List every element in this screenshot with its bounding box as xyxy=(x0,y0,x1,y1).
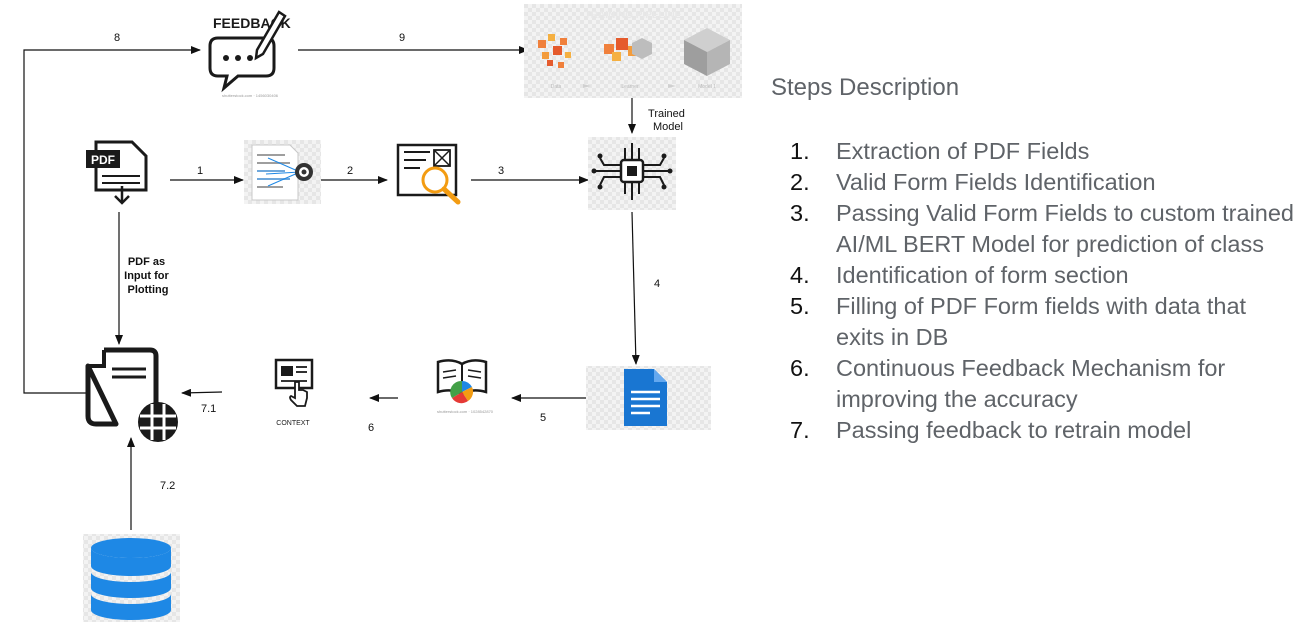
pipeline-title: TRAINING PIPELINE xyxy=(585,10,682,21)
step-item: 4. Identification of form section xyxy=(790,260,1300,291)
step-number: 7. xyxy=(790,417,810,443)
web-form-icon xyxy=(85,347,178,442)
step-number: 4. xyxy=(790,262,810,288)
edge-label-7-1: 7.1 xyxy=(201,403,216,415)
step-number: 2. xyxy=(790,169,810,195)
step-text: Extraction of PDF Fields xyxy=(836,138,1090,164)
steps-description-title: Steps Description xyxy=(771,74,960,101)
book-analytics-icon: shutterstock.com · 1028542870 xyxy=(436,359,494,414)
edge-label-9: 9 xyxy=(399,32,405,44)
step-text: Identification of form section xyxy=(836,262,1129,288)
step-number: 5. xyxy=(790,293,810,319)
step-item: 1. Extraction of PDF Fields xyxy=(790,136,1300,167)
step-text: Valid Form Fields Identification xyxy=(836,169,1156,195)
svg-text:shutterstock.com · 1456030406: shutterstock.com · 1456030406 xyxy=(222,93,279,98)
step-item: 3. Passing Valid Form Fields to custom tr… xyxy=(790,198,1300,260)
edge-label-3: 3 xyxy=(498,165,504,177)
svg-text:shutterstock.com · 1028542870: shutterstock.com · 1028542870 xyxy=(437,409,494,414)
edge-label-4: 4 xyxy=(654,278,660,290)
field-extraction-icon xyxy=(244,140,321,204)
step-number: 6. xyxy=(790,355,810,381)
trained-model-label: Trained Model xyxy=(648,108,688,133)
form-document-icon xyxy=(586,366,711,430)
form-search-icon xyxy=(396,143,461,205)
context-touch-icon: CONTEXT xyxy=(274,358,314,427)
step-text: Filling of PDF Form fields with data tha… xyxy=(836,293,1247,350)
step-number: 1. xyxy=(790,138,810,164)
pdf-input-label: PDF as Input for Plotting xyxy=(124,256,172,296)
pdf-download-icon: PDF xyxy=(86,140,148,205)
model-cube-icon xyxy=(684,28,730,76)
step-text: Passing Valid Form Fields to custom trai… xyxy=(836,200,1294,257)
ai-chip-brain-icon xyxy=(588,137,676,210)
step-item: 5. Filling of PDF Form fields with data t… xyxy=(790,291,1300,353)
edge-label-8: 8 xyxy=(114,32,120,44)
edge-7-1 xyxy=(181,388,223,397)
edge-4 xyxy=(631,211,640,365)
context-icon-text: CONTEXT xyxy=(276,420,310,427)
learner-icon xyxy=(604,38,652,61)
edge-label-7-2: 7.2 xyxy=(160,480,175,492)
step-text: Continuous Feedback Mechanism for improv… xyxy=(836,355,1226,412)
step-item: 7. Passing feedback to retrain model xyxy=(790,415,1300,446)
edge-8 xyxy=(23,46,201,394)
training-pipeline-image: TRAINING PIPELINE Data Learner Model xyxy=(524,4,742,98)
step-item: 6. Continuous Feedback Mechanism for impr… xyxy=(790,353,1300,415)
pdf-icon-text: PDF xyxy=(91,153,115,167)
edge-label-2: 2 xyxy=(347,165,353,177)
data-cluster-icon xyxy=(538,34,571,68)
steps-list: 1. Extraction of PDF Fields 2. Valid Form … xyxy=(790,136,1300,446)
pipeline-caption-data: Data xyxy=(551,84,562,90)
step-item: 2. Valid Form Fields Identification xyxy=(790,167,1300,198)
pipeline-caption-model: Model 1 xyxy=(698,84,716,90)
step-number: 3. xyxy=(790,200,810,226)
edge-label-5: 5 xyxy=(540,412,546,424)
feedback-icon: FEEDBACK shutterstock.com · 1456030406 xyxy=(208,10,291,98)
pipeline-caption-learner: Learner xyxy=(621,84,639,90)
edge-label-1: 1 xyxy=(197,165,203,177)
edge-label-6: 6 xyxy=(368,422,374,434)
step-text: Passing feedback to retrain model xyxy=(836,417,1192,443)
database-icon xyxy=(83,534,180,622)
